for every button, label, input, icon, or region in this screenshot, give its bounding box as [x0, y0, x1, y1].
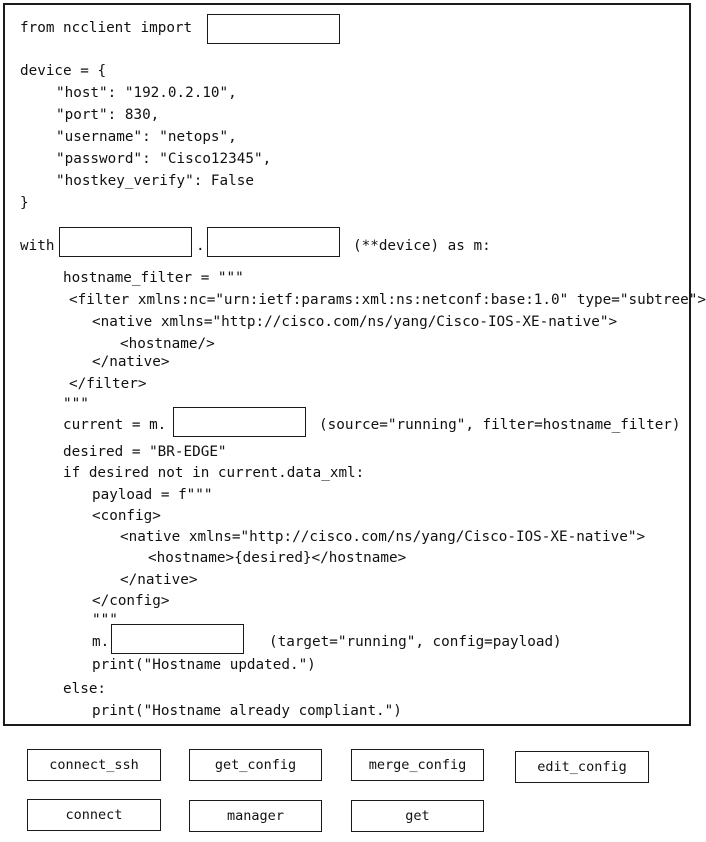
code-line-native-open: <native xmlns="http://cisco.com/ns/yang/…: [92, 314, 618, 330]
code-line-native2-close: </native>: [120, 572, 198, 588]
code-current-prefix: current = m.: [63, 417, 167, 433]
code-line-filter-close: </filter>: [69, 376, 147, 392]
code-line-native-close: </native>: [92, 354, 170, 370]
code-line-username: "username": "netops",: [56, 129, 237, 145]
code-line-filter-open: <filter xmlns:nc="urn:ietf:params:xml:ns…: [69, 292, 706, 308]
code-line-config-open: <config>: [92, 508, 161, 524]
option-tile-manager[interactable]: manager: [189, 800, 322, 832]
code-m-args: (target="running", config=payload): [269, 634, 562, 650]
option-tile-connect-ssh[interactable]: connect_ssh: [27, 749, 161, 781]
code-line-else: else:: [63, 681, 107, 697]
code-line-port: "port": 830,: [56, 107, 160, 123]
code-keyword-with: with: [20, 238, 55, 254]
code-line-device-close: }: [20, 195, 29, 211]
code-line-payload: payload = f""": [92, 487, 213, 503]
code-line-triple-quote-1: """: [63, 396, 89, 412]
option-tile-get-config[interactable]: get_config: [189, 749, 322, 781]
code-line-import: from ncclient import: [20, 20, 193, 36]
option-tile-merge-config[interactable]: merge_config: [351, 749, 484, 781]
code-line-print-compliant: print("Hostname already compliant."): [92, 703, 402, 719]
code-line-if: if desired not in current.data_xml:: [63, 465, 365, 481]
code-current-args: (source="running", filter=hostname_filte…: [319, 417, 681, 433]
code-line-desired: desired = "BR-EDGE": [63, 444, 227, 460]
code-line-config-close: </config>: [92, 593, 170, 609]
option-tile-edit-config[interactable]: edit_config: [515, 751, 649, 783]
code-line-hostkey: "hostkey_verify": False: [56, 173, 254, 189]
code-line-native2-open: <native xmlns="http://cisco.com/ns/yang/…: [120, 529, 646, 545]
code-with-rest: (**device) as m:: [353, 238, 491, 254]
code-line-device-open: device = {: [20, 63, 107, 79]
option-tile-get[interactable]: get: [351, 800, 484, 832]
code-line-filter-assign: hostname_filter = """: [63, 270, 244, 286]
code-line-print-updated: print("Hostname updated."): [92, 657, 316, 673]
drop-target-with-module[interactable]: [59, 227, 192, 257]
code-with-dot: .: [196, 238, 205, 254]
code-panel: from ncclient import device = { "host": …: [3, 3, 706, 726]
drop-target-with-method[interactable]: [207, 227, 340, 257]
code-m-prefix: m.: [92, 634, 110, 650]
code-line-host: "host": "192.0.2.10",: [56, 85, 237, 101]
drop-target-current-method[interactable]: [173, 407, 306, 437]
code-line-hostname-value: <hostname>{desired}</hostname>: [148, 550, 407, 566]
drop-target-push-method[interactable]: [111, 624, 244, 654]
code-line-hostname-tag: <hostname/>: [120, 336, 215, 352]
code-line-password: "password": "Cisco12345",: [56, 151, 272, 167]
drop-target-import[interactable]: [207, 14, 340, 44]
option-tile-connect[interactable]: connect: [27, 799, 161, 831]
